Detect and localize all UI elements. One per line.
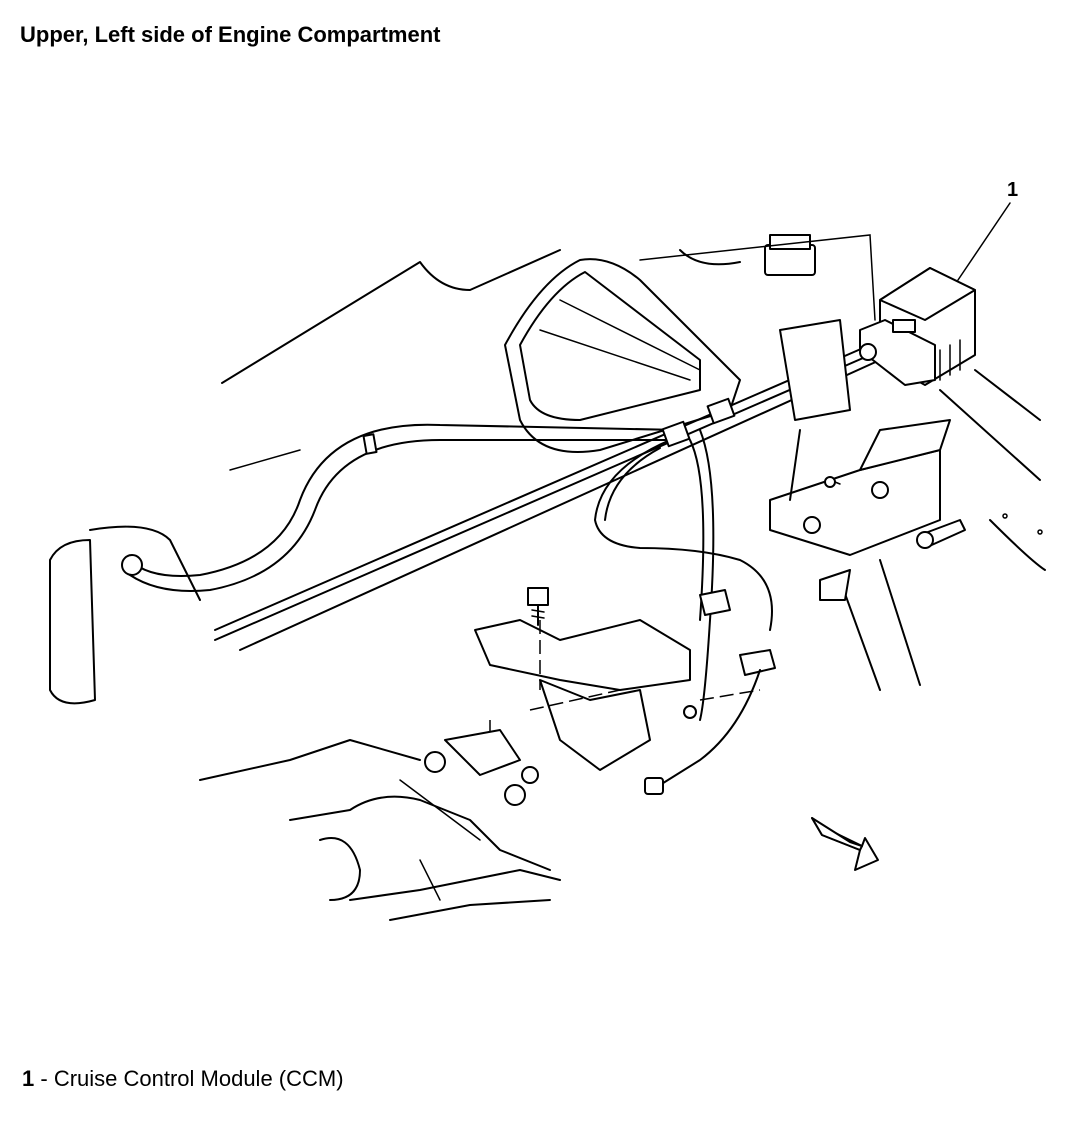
right-lines [819, 369, 1046, 691]
nut-small [683, 705, 697, 719]
diagram-title: Upper, Left side of Engine Compartment [20, 22, 441, 47]
legend-separator: - [34, 1066, 54, 1091]
fender-outline [49, 249, 561, 705]
legend-text: Cruise Control Module (CCM) [53, 1066, 344, 1091]
vacuum-hose [121, 423, 681, 592]
throttle-bracket [474, 619, 761, 771]
reservoir-housing [504, 258, 741, 453]
callout-1: 1 [957, 179, 1018, 281]
front-direction-arrow [811, 817, 879, 871]
svg-text:1: 1 [1007, 179, 1018, 201]
engine-block [199, 729, 561, 921]
throttle-cable [214, 344, 881, 651]
mounting-bracket [769, 319, 951, 556]
bolt-vertical [527, 587, 549, 626]
cruise-control-module [859, 267, 976, 386]
wiring-connector [639, 234, 876, 321]
bolt-right [916, 519, 966, 549]
legend-number: 1 [22, 1066, 35, 1091]
legend-item-1: 1 - Cruise Control Module (CCM) [22, 1066, 344, 1092]
